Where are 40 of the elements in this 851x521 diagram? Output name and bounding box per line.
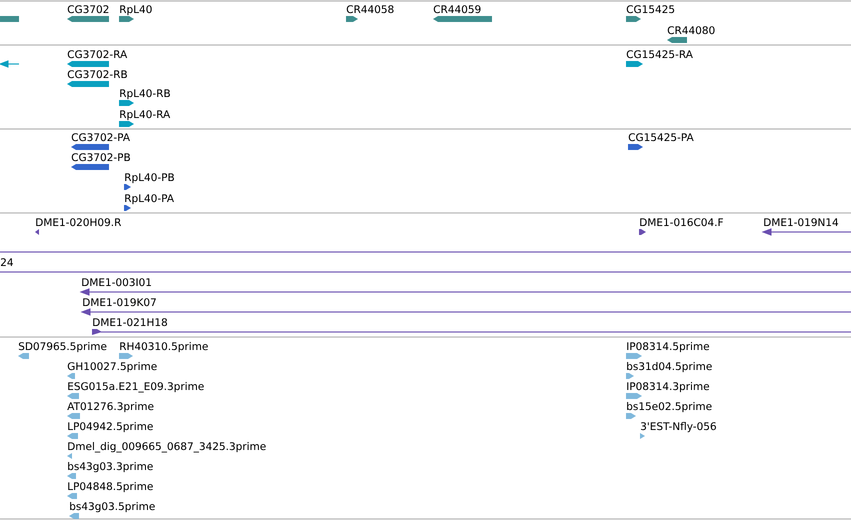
feature-label: CG15425-PA [628, 133, 694, 142]
feature-label: bs15e02.5prime [627, 402, 712, 412]
feature-label: ESG015a.E21_E09.3prime [68, 382, 204, 392]
feature-label: RpL40 [120, 5, 152, 16]
feature-label: CR44059 [434, 5, 480, 14]
feature-label: IP08314.3prime [627, 382, 710, 392]
feature-label: RpL40-RA [120, 110, 170, 120]
feature-label: RpL40-RB [120, 89, 170, 100]
feature-label: 24 [0, 258, 13, 266]
feature-label: IP08314.5prime [627, 342, 710, 352]
feature-label: CR44080 [668, 26, 715, 34]
feature-glyph [0, 16, 19, 22]
feature-label: Dmel_dig_009665_0687_3425.3prime [68, 442, 266, 452]
feature-label: CR44058 [346, 5, 394, 14]
feature-label: bs43g03.3prime [68, 462, 153, 472]
feature-label: SD07965.5prime [18, 342, 106, 352]
feature-label: CG3702-PB [72, 153, 130, 162]
feature-label: CG3702 [68, 5, 108, 14]
feature-label: LP04942.5prime [68, 422, 153, 432]
feature-label: CG15425 [626, 5, 674, 14]
feature-label: CG3702-PA [72, 133, 130, 142]
feature-label: DME1-021H18 [93, 318, 168, 326]
feature-label: RH40310.5prime [120, 342, 208, 352]
feature-label: CG3702-RB [68, 70, 127, 78]
feature-label: RpL40-PA [125, 194, 174, 204]
feature-label: CG15425-RA [626, 50, 693, 58]
feature-label: bs31d04.5prime [627, 362, 712, 372]
feature-label: DME1-019K07 [83, 298, 156, 306]
feature-label: GH10027.5prime [68, 362, 157, 372]
feature-label: RpL40-PB [125, 173, 174, 184]
feature-label: DME1-003I01 [82, 278, 151, 286]
feature-label: bs43g03.5prime [70, 502, 155, 512]
feature-label: AT01276.3prime [67, 402, 154, 412]
feature-label: DME1-016C04.F [640, 218, 723, 226]
feature-label: 3'EST-Nfly-056 [641, 422, 716, 432]
feature-label: DME1-020H09.R [36, 218, 122, 226]
feature-glyph [0, 60, 20, 68]
feature-label: CG3702-RA [68, 50, 128, 58]
feature-label: DME1-019N14 [764, 218, 838, 226]
feature-label: LP04848.5prime [68, 482, 153, 492]
